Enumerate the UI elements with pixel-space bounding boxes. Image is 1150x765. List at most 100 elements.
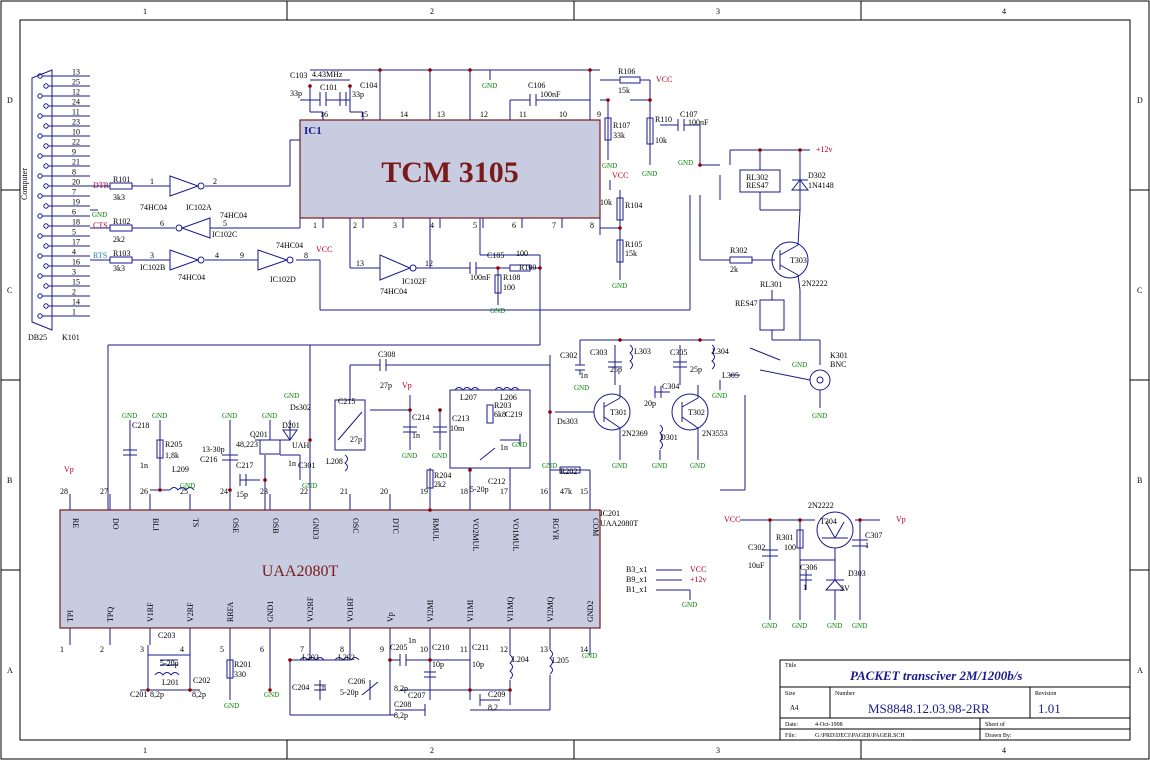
c209-value: 8,2 <box>488 703 498 712</box>
uaa-bottom-pin-number: 1 <box>60 645 64 654</box>
junction-dot <box>146 688 150 692</box>
l208-ref: L208 <box>326 457 343 466</box>
aux-pin-3-label: B1_x1 <box>626 585 647 594</box>
vp-re: Vp <box>64 465 74 474</box>
db25-pin-number: 13 <box>72 68 80 77</box>
rts-label: RTS <box>93 251 107 260</box>
c215-value: 27p <box>350 435 362 444</box>
c204-ref: C204 <box>292 683 309 692</box>
uaa-bottom-pin-number: 7 <box>300 645 304 654</box>
col-label-2-bottom: 2 <box>430 746 434 755</box>
tcm-bottom-pin: 7 <box>552 221 556 230</box>
db25-pin-circle <box>43 203 49 209</box>
db25-pin-circle <box>37 93 43 99</box>
db25-pin-number: 5 <box>72 228 76 237</box>
row-label-B-right: B <box>1137 476 1142 485</box>
size-label: Size <box>785 691 796 697</box>
uaa-top-pin-number: 17 <box>500 487 508 496</box>
l205-ref: L205 <box>552 656 569 665</box>
uaa-bottom-pin-number: 3 <box>140 645 144 654</box>
uaa-top-pin-label: RE <box>71 518 80 528</box>
aux-pin-1-net: VCC <box>690 565 706 574</box>
tcm-top-pin: 15 <box>360 110 368 119</box>
r107-value: 33k <box>613 131 625 140</box>
q201-value: 48,223 <box>236 440 258 449</box>
r202-ref: R202 <box>560 467 577 476</box>
uaa2080t-ref: IC201 <box>600 509 620 518</box>
db25-pin-number: 6 <box>72 208 76 217</box>
uaa-top-pin-label: TS <box>191 518 200 527</box>
db25-pin-number: 15 <box>72 278 80 287</box>
t303-ref: T303 <box>790 256 807 265</box>
r110-ref: R110 <box>655 115 672 124</box>
db25-pin-circle <box>37 293 43 299</box>
c210-ref: C210 <box>432 643 449 652</box>
junction-dot <box>388 658 392 662</box>
date-label: Date: <box>785 722 798 728</box>
junction-dot <box>288 658 292 662</box>
uaa-bottom-pin-label: GND1 <box>266 601 275 622</box>
c217-ref: C217 <box>236 461 253 470</box>
tcm-bottom-pin: 1 <box>313 221 317 230</box>
uaa-bottom-pin-number: 5 <box>220 645 224 654</box>
l201-ref: L201 <box>162 678 179 687</box>
gate-a-in: 1 <box>150 177 154 186</box>
junction-dot <box>268 688 272 692</box>
t304-value: 2N2222 <box>808 501 834 510</box>
l207-ref: L207 <box>460 393 477 402</box>
gnd-ds302: GND <box>284 392 299 400</box>
uaa-top-pin-number: 28 <box>60 487 68 496</box>
gnd-d303: GND <box>827 622 842 630</box>
c307-value: 1 <box>865 541 869 550</box>
uaa-top-pin-label: RGYR <box>551 518 560 541</box>
vcc-gate-d: VCC <box>316 245 332 254</box>
gnd-bnc: GND <box>812 412 827 420</box>
uaa-bottom-pin-label: VI2MQ <box>546 596 555 622</box>
gnd-aux: GND <box>682 601 697 609</box>
tcm-bottom-pin: 3 <box>393 221 397 230</box>
tcm3105-ref: IC1 <box>304 125 322 137</box>
c303-value: 25p <box>610 365 622 374</box>
title-block: Title PACKET transciver 2M/1200b/s Size … <box>779 659 1131 741</box>
c304-ref: C304 <box>662 382 679 391</box>
db25-pin-number: 23 <box>72 118 80 127</box>
db25-pin-number: 7 <box>72 188 76 197</box>
db25-pin-number: 25 <box>72 78 80 87</box>
file-value: G:\PRD\DECI\PAGER\PAGER.SCH <box>815 733 905 739</box>
tcm-top-pin: 12 <box>480 110 488 119</box>
c305-value: 25p <box>690 365 702 374</box>
db25-pin-number: 2 <box>72 288 76 297</box>
db25-pin-number: 12 <box>72 88 80 97</box>
db25-pin-number: 22 <box>72 138 80 147</box>
c103-ref: C103 <box>290 71 307 80</box>
c219-ref: C219 <box>505 410 522 419</box>
gate-f-type: 74HC04 <box>380 287 407 296</box>
uaa-top-pin-label: OSB <box>271 518 280 534</box>
d303-ref: D303 <box>848 569 866 578</box>
uaa-bottom-pin-label: Vp <box>386 612 395 622</box>
r205-value: 1,8k <box>165 451 179 460</box>
gnd-c216: GND <box>222 412 237 420</box>
c211-ref: C211 <box>472 643 489 652</box>
uaa-bottom-pin-number: 13 <box>540 645 548 654</box>
junction-dot <box>438 408 442 412</box>
vcc-r104: VCC <box>612 171 628 180</box>
gate-f-out: 12 <box>425 259 433 268</box>
c106-value: 100nF <box>540 90 561 99</box>
gate-f-in: 13 <box>356 259 364 268</box>
aux-pin-2-net: +12v <box>690 575 707 584</box>
gnd-pin14: GND <box>582 652 597 660</box>
c301-value: 1n <box>288 459 296 468</box>
c206-ref: C206 <box>348 677 365 686</box>
d302-ref: D302 <box>808 171 826 180</box>
db25-pin-circle <box>43 183 49 189</box>
c211-value: 10p <box>472 660 484 669</box>
junction-dot <box>858 518 862 522</box>
c208-value: 8,2p <box>394 711 408 720</box>
uaa-top-pin-label: BLI <box>151 518 160 531</box>
junction-dot <box>768 518 772 522</box>
junction-dot <box>428 658 432 662</box>
c205-value: 1n <box>408 636 416 645</box>
junction-dot <box>618 338 622 342</box>
